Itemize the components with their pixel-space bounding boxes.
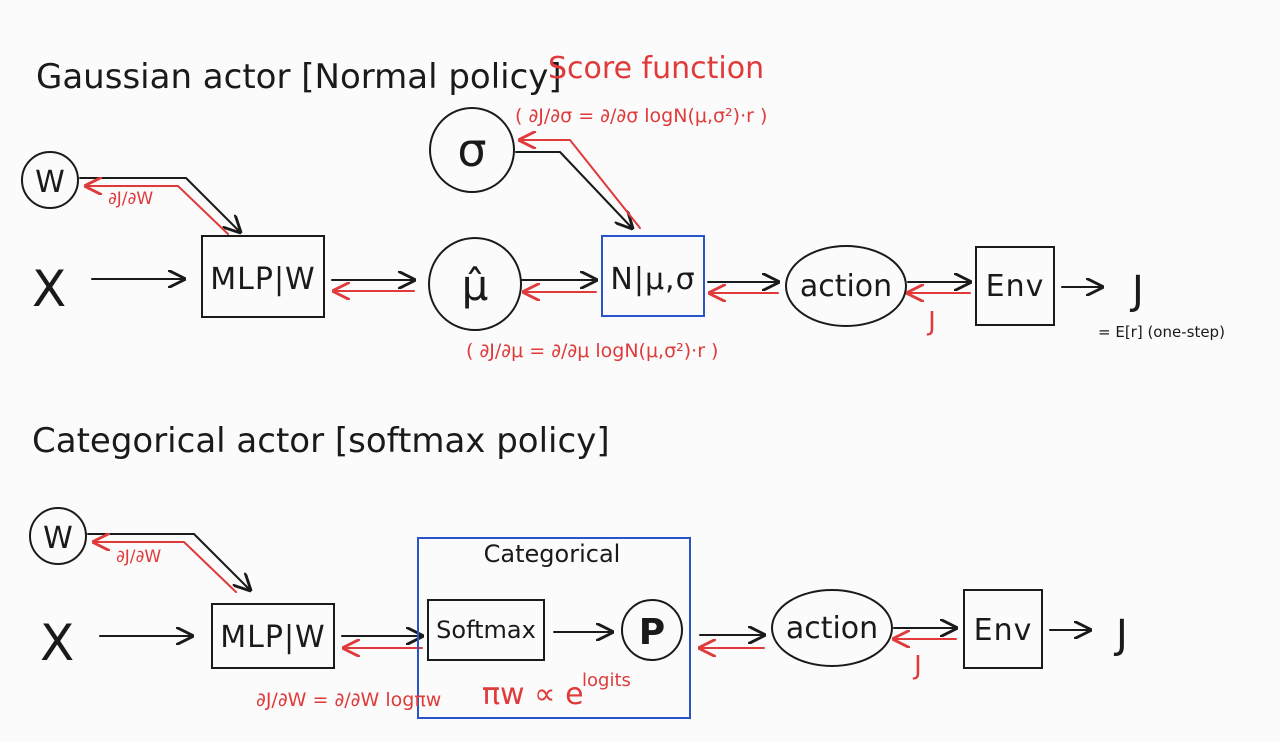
gaussian-w-label: W	[35, 165, 65, 200]
categorical-group-label: Categorical	[484, 540, 621, 568]
score-function-title: Score function	[548, 51, 764, 86]
gaussian-sigma-label: σ	[457, 123, 486, 177]
categorical-p-node	[621, 599, 683, 661]
categorical-mlp-label: MLP|W	[220, 620, 325, 655]
gaussian-x-label: X	[32, 260, 66, 318]
gaussian-normal-box	[601, 235, 705, 317]
categorical-w-to-mlp-arrow	[87, 533, 250, 590]
categorical-env-label: Env	[974, 613, 1033, 648]
gaussian-sigma-gradient-arrow	[520, 140, 641, 229]
sigma-gradient-formula: ( ∂J/∂σ = ∂/∂σ logN(μ,σ²)·r )	[515, 105, 767, 127]
gaussian-mu-node	[428, 237, 522, 331]
gaussian-action-node	[785, 245, 907, 327]
gaussian-title: Gaussian actor [Normal policy]	[36, 57, 562, 97]
categorical-softmax-box	[427, 599, 545, 661]
gaussian-w-node	[21, 151, 79, 209]
categorical-softmax-label: Softmax	[436, 616, 536, 644]
categorical-env-box	[963, 589, 1043, 669]
categorical-mlp-box	[211, 603, 335, 669]
gaussian-action-label: action	[800, 269, 892, 304]
categorical-pi-formula: πw ∝ e	[482, 677, 584, 712]
categorical-dw-label: ∂J/∂W	[116, 547, 161, 567]
gaussian-sigma-node	[429, 107, 515, 193]
gaussian-dw-label: ∂J/∂W	[108, 189, 153, 209]
categorical-group-box	[417, 537, 691, 719]
categorical-action-node	[771, 589, 893, 667]
categorical-w-node	[29, 507, 87, 565]
gaussian-normal-label: N|μ,σ	[610, 262, 695, 297]
categorical-grad-formula: ∂J/∂W = ∂/∂W logπw	[256, 689, 441, 711]
categorical-title: Categorical actor [softmax policy]	[32, 421, 610, 461]
gaussian-j-label: J	[1129, 268, 1144, 314]
categorical-x-label: X	[40, 614, 74, 672]
mu-gradient-formula: ( ∂J/∂μ = ∂/∂μ logN(μ,σ²)·r )	[466, 340, 718, 362]
gaussian-w-gradient-arrow	[86, 186, 229, 235]
categorical-w-label: W	[43, 521, 73, 556]
gaussian-mu-label: μ̂	[462, 261, 489, 310]
gaussian-expectation-note: = E[r] (one-step)	[1098, 323, 1225, 341]
gaussian-sigma-to-normal-arrow	[515, 151, 632, 228]
categorical-p-label: P	[639, 612, 665, 653]
categorical-j-label: J	[1113, 612, 1128, 658]
gaussian-w-to-mlp-arrow	[79, 177, 240, 232]
categorical-logits-label: logits	[582, 670, 631, 691]
gaussian-j-red-label: J	[926, 307, 936, 337]
categorical-w-gradient-arrow	[94, 542, 237, 593]
gaussian-env-label: Env	[986, 269, 1045, 304]
categorical-action-label: action	[786, 611, 878, 646]
categorical-j-red-label: J	[912, 651, 922, 681]
gaussian-env-box	[975, 246, 1055, 326]
gaussian-mlp-box	[201, 235, 325, 318]
gaussian-mlp-label: MLP|W	[210, 262, 315, 297]
